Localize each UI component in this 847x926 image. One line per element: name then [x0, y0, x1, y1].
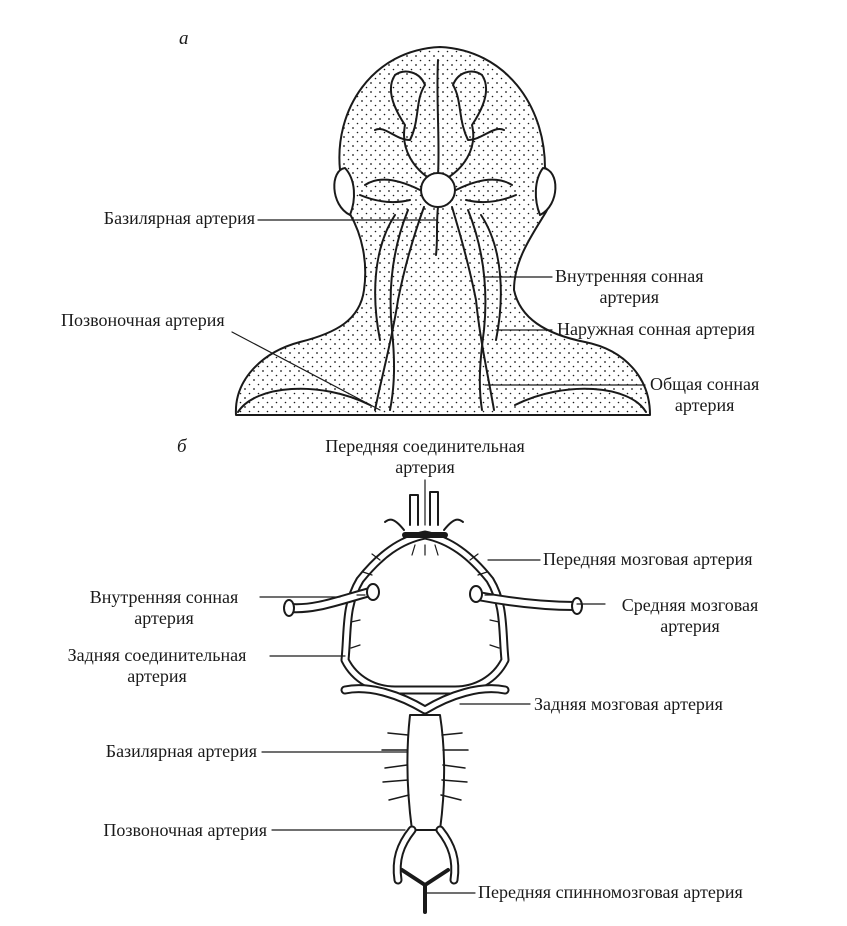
label-vertebral-artery-a: Позвоночная артерия — [61, 310, 225, 330]
willis-ring-inner — [342, 532, 508, 693]
label-basilar-artery-a: Базилярная артерия — [103, 208, 255, 228]
label-internal-carotid-a-line1: Внутренняя сонная — [555, 266, 704, 286]
label-posterior-cerebral-b: Задняя мозговая артерия — [534, 694, 723, 714]
label-posterior-communicating-b-line2: артерия — [127, 666, 187, 686]
label-common-carotid-a-line2: артерия — [674, 395, 735, 415]
anterior-stub-right — [429, 491, 439, 526]
right-vertebral-artery-a — [451, 206, 495, 411]
panel-letter-b: б — [177, 436, 187, 457]
label-anterior-communicating-b-line1: Передняя соединительная — [325, 436, 525, 456]
basilar-artery-b — [406, 714, 446, 831]
left-internal-carotid-artery-a — [389, 209, 409, 411]
anterior-stub-left — [409, 494, 419, 526]
label-internal-carotid-a: Внутренняя сонная артерия — [555, 266, 704, 308]
right-ear — [534, 167, 557, 216]
anterior-spinal-artery — [400, 868, 450, 914]
head-neck-silhouette — [234, 46, 651, 416]
label-middle-cerebral-b: Средняя мозговая артерия — [608, 595, 772, 637]
left-carotid-opening-top — [366, 583, 380, 601]
left-ear — [333, 167, 355, 216]
right-internal-carotid-artery-a — [467, 209, 487, 411]
label-internal-carotid-b-line1: Внутренняя сонная — [89, 587, 239, 607]
circle-of-willis-figure — [259, 479, 606, 914]
label-anterior-communicating-b: Передняя соединительная артерия — [290, 436, 560, 478]
label-middle-cerebral-b-line2: артерия — [660, 616, 720, 636]
left-carotid-opening — [283, 599, 295, 617]
left-brain-vessel — [374, 70, 433, 181]
left-shoulder-contour — [237, 387, 371, 413]
label-internal-carotid-a-line2: артерия — [599, 287, 660, 307]
posterior-cerebral-arms-inner — [342, 686, 508, 713]
willis-circle — [420, 172, 456, 208]
label-external-carotid-a: Наружная сонная артерия — [557, 319, 755, 339]
label-posterior-communicating-b-line1: Задняя соединительная — [67, 645, 247, 665]
label-vertebral-artery-b: Позвоночная артерия — [103, 820, 267, 840]
right-shoulder-contour — [514, 387, 647, 413]
label-anterior-cerebral-b: Передняя мозговая артерия — [543, 549, 753, 569]
basilar-side-branches — [381, 732, 469, 801]
vertebral-arteries-b-inner — [394, 827, 458, 883]
anterior-side-branches — [384, 518, 464, 531]
label-internal-carotid-b: Внутренняя сонная артерия — [66, 587, 262, 629]
label-anterior-spinal-b: Передняя спинномозговая артерия — [478, 882, 743, 902]
left-vertebral-artery-a — [374, 206, 425, 411]
right-cerebral-opening — [571, 597, 583, 615]
basilar-artery-a — [435, 206, 439, 256]
right-temporal-vessel — [455, 178, 517, 204]
willis-ring — [340, 530, 510, 695]
left-external-carotid-artery-a — [374, 214, 396, 341]
right-middle-cerebral-b-inner — [475, 593, 578, 609]
label-internal-carotid-b-line2: артерия — [134, 608, 194, 628]
label-posterior-communicating-b: Задняя соединительная артерия — [44, 645, 270, 687]
brain-midline — [436, 59, 440, 176]
label-middle-cerebral-b-line1: Средняя мозговая — [621, 595, 759, 615]
head-neck-figure — [231, 46, 651, 416]
panel-letter-a: а — [179, 28, 189, 49]
label-basilar-artery-b: Базилярная артерия — [105, 741, 257, 761]
leader-vertebral-a — [231, 331, 381, 411]
label-common-carotid-a: Общая сонная артерия — [650, 374, 759, 416]
label-anterior-communicating-b-line2: артерия — [395, 457, 455, 477]
label-common-carotid-a-line1: Общая сонная — [650, 374, 760, 394]
ring-perforating-branches — [350, 544, 500, 649]
right-external-carotid-artery-a — [480, 214, 502, 341]
left-temporal-vessel — [359, 178, 421, 204]
right-brain-vessel — [443, 70, 505, 181]
right-carotid-opening-top — [469, 585, 483, 603]
